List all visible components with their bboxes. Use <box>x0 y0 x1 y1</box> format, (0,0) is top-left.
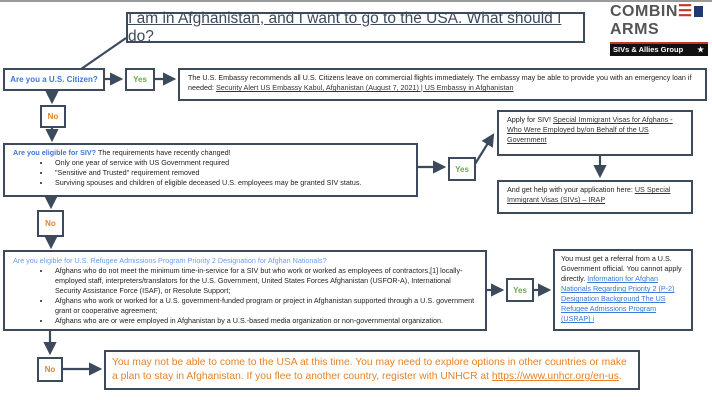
refugee-question-box: Are you eligible for U.S. Refugee Admiss… <box>3 250 487 331</box>
list-item: Only one year of service with US Governm… <box>51 158 408 168</box>
logo-line2: ARMS <box>610 21 660 38</box>
siv-apply-box: Apply for SIV! Special Immigrant Visas f… <box>497 110 693 156</box>
siv-requirements-list: Only one year of service with US Governm… <box>13 158 408 188</box>
combined-arms-logo: COMBIN☰ ARMS SIVs & Allies Group ★ <box>610 3 710 57</box>
logo-tagline: SIVs & Allies Group ★ <box>610 42 708 56</box>
final-advice-box: You may not be able to come to the USA a… <box>104 350 640 390</box>
siv-help-text: And get help with your application here: <box>507 185 635 194</box>
final-advice-text: You may not be able to come to the USA a… <box>112 357 627 382</box>
refugee-no-box: No <box>37 357 63 382</box>
embassy-answer-box: The U.S. Embassy recommends all U.S. Cit… <box>178 68 707 101</box>
siv-yes-box: Yes <box>448 157 476 181</box>
list-item: Afghans who are or were employed in Afgh… <box>51 316 477 326</box>
siv-question-box: Are you eligible for SIV? The requiremen… <box>3 143 418 197</box>
list-item: Afghans who work or worked for a U.S. go… <box>51 296 477 316</box>
refugee-criteria-list: Afghans who do not meet the minimum time… <box>13 266 477 326</box>
logo-line1: COMBIN☰ <box>610 3 703 20</box>
refugee-yes-box: Yes <box>506 278 534 302</box>
embassy-alert-link[interactable]: Security Alert US Embassy Kabul, Afghani… <box>215 83 514 92</box>
list-item: Surviving spouses and children of eligib… <box>51 178 408 188</box>
embassy-answer-text: The U.S. Embassy recommends all U.S. Cit… <box>188 73 692 92</box>
p2-information-link[interactable]: Information for Afghan Nationals Regardi… <box>561 274 675 323</box>
siv-intro: The requirements have recently changed! <box>96 148 231 157</box>
citizen-question-box: Are you a U.S. Citizen? <box>3 68 105 91</box>
siv-question: Are you eligible for SIV? <box>13 148 97 157</box>
irap-link[interactable]: US Special Immigrant Visas (SIVs) – IRAP <box>507 185 671 204</box>
citizen-yes-box: Yes <box>125 68 155 91</box>
siv-help-box: And get help with your application here:… <box>497 180 693 214</box>
top-divider <box>0 0 712 2</box>
list-item: Afghans who do not meet the minimum time… <box>51 266 477 296</box>
siv-apply-link[interactable]: Special Immigrant Visas for Afghans - Wh… <box>507 115 673 144</box>
page-title[interactable]: I am in Afghanistan, and I want to go to… <box>126 10 585 45</box>
list-item: "Sensitive and Trusted" requirement remo… <box>51 168 408 178</box>
siv-no-box: No <box>37 210 64 237</box>
siv-apply-text: Apply for SIV! <box>507 115 553 124</box>
arrow-yes-to-apply <box>474 133 495 165</box>
final-period: . <box>618 371 622 382</box>
referral-text: You must get a referral from a U.S. Gove… <box>561 254 682 283</box>
referral-box: You must get a referral from a U.S. Gove… <box>553 249 693 331</box>
unhcr-link[interactable]: https://www.unhcr.org/en-us <box>491 371 619 382</box>
refugee-question: Are you eligible for U.S. Refugee Admiss… <box>13 256 327 265</box>
citizen-no-box: No <box>40 105 66 128</box>
